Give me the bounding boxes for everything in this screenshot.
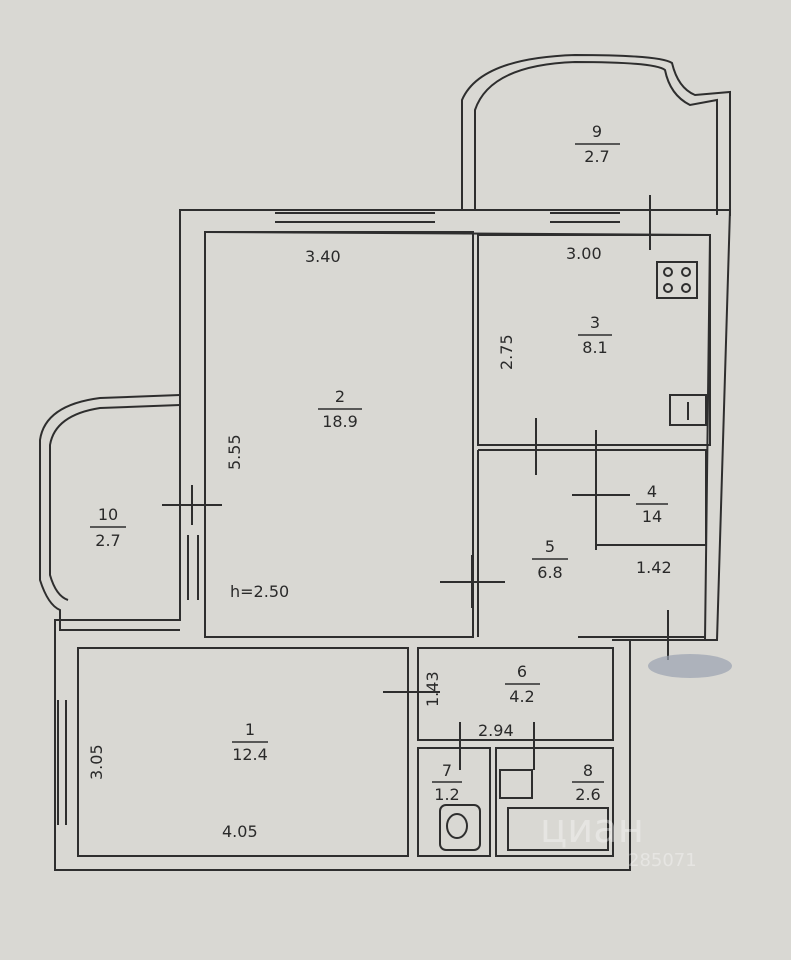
dim-room1-width: 4.05	[222, 822, 258, 841]
room-7-area: 1.2	[434, 785, 459, 804]
room-6-outline	[417, 647, 614, 741]
watermark-brand: циан	[540, 806, 644, 852]
watermark-id: 285071	[628, 850, 697, 871]
toilet-bowl	[446, 813, 468, 839]
room-6-number: 6	[517, 662, 527, 681]
balcony-9-outline	[474, 60, 718, 215]
dim-corridor: 1.42	[636, 558, 672, 577]
room-2-outline	[204, 231, 474, 638]
stove-burner	[681, 267, 691, 277]
dim-room6-length: 1.43	[423, 671, 442, 707]
room-3-number: 3	[590, 313, 600, 332]
room-10-number: 10	[98, 505, 118, 524]
stove-burner	[663, 267, 673, 277]
dim-room3-length: 2.75	[497, 334, 516, 370]
room-7-outline	[417, 747, 491, 857]
room-9-area: 2.7	[584, 147, 609, 166]
room-1-number: 1	[245, 720, 255, 739]
dim-room2-length: 5.55	[225, 434, 244, 470]
toilet	[439, 804, 481, 851]
balcony-10-outline	[39, 394, 181, 631]
room-5-number: 5	[545, 537, 555, 556]
stove-burner	[663, 283, 673, 293]
kitchen-sink	[669, 394, 707, 426]
room-10-area: 2.7	[95, 531, 120, 550]
room-8-number: 8	[583, 761, 593, 780]
ceiling-height: h=2.50	[230, 582, 289, 601]
room-9-number: 9	[592, 122, 602, 141]
balcony-10-inner	[49, 404, 181, 601]
dim-room6-width: 2.94	[478, 721, 514, 740]
room-4-area: 14	[642, 507, 662, 526]
dim-room2-width: 3.40	[305, 247, 341, 266]
dim-room1-length: 3.05	[87, 744, 106, 780]
room-5-area: 6.8	[537, 563, 562, 582]
stove-burner	[681, 283, 691, 293]
room-4-number: 4	[647, 482, 657, 501]
stove	[656, 261, 698, 299]
room-1-outline	[77, 647, 409, 857]
balcony-9-inner	[461, 53, 731, 216]
room-2-area: 18.9	[322, 412, 358, 431]
room-8-area: 2.6	[575, 785, 600, 804]
dim-room3-width: 3.00	[566, 244, 602, 263]
room-3-area: 8.1	[582, 338, 607, 357]
room-7-number: 7	[442, 761, 452, 780]
redacted-blob	[648, 654, 732, 678]
outer-wall	[54, 209, 732, 871]
room-6-area: 4.2	[509, 687, 534, 706]
bathtub	[507, 807, 609, 851]
room-2-number: 2	[335, 387, 345, 406]
room-8-outline	[495, 747, 614, 857]
room-1-area: 12.4	[232, 745, 268, 764]
bath-sink	[499, 769, 533, 799]
room-3-outline	[477, 234, 711, 446]
